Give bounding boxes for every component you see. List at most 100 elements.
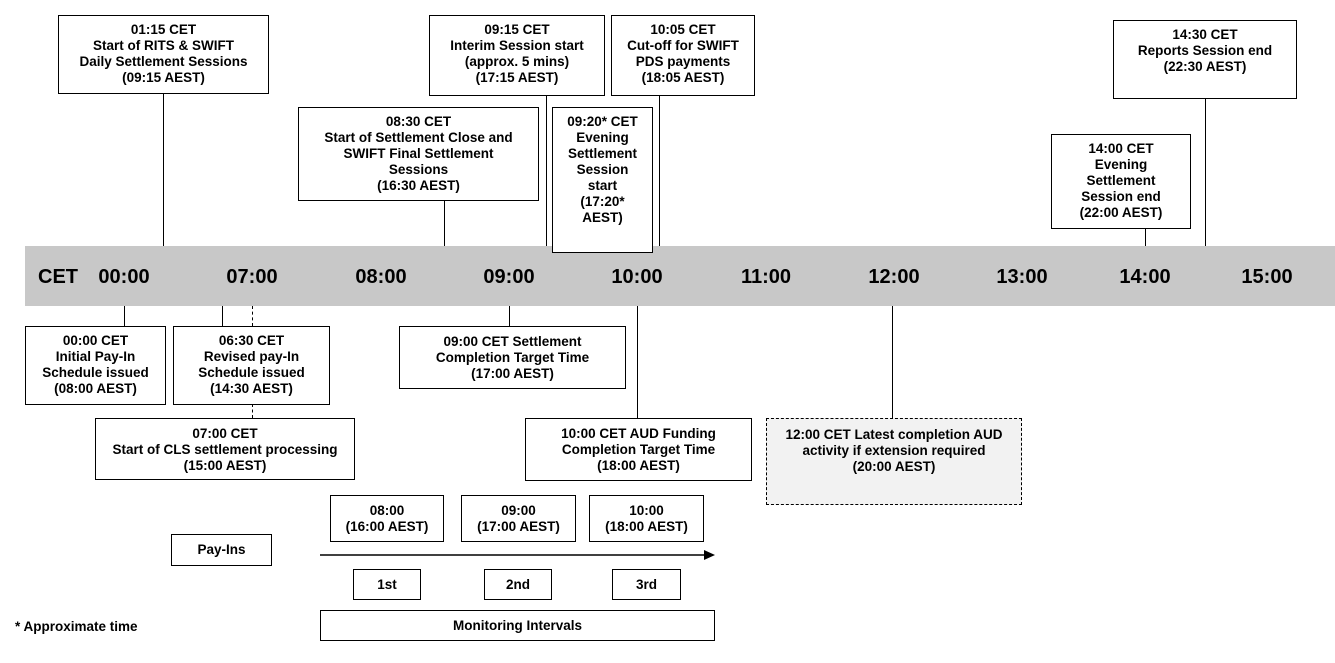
payin-time-text: 10:00 [629, 503, 664, 518]
monitoring-intervals-label: Monitoring Intervals [452, 617, 582, 633]
event-initial-payin: 00:00 CET Initial Pay-In Schedule issued… [25, 326, 166, 405]
event-text: (20:00 AEST) [852, 459, 936, 474]
event-text: Completion Target Time [435, 350, 590, 365]
interval-label: 1st [377, 576, 397, 592]
event-text: (16:30 AEST) [377, 178, 460, 193]
connector-revised-payin [222, 306, 223, 326]
connector-reports-session-end [1205, 98, 1206, 246]
connector-cls-dashed-lower [252, 404, 253, 418]
event-text: Reports Session end [1137, 43, 1273, 58]
footnote: * Approximate time [15, 619, 138, 634]
event-text: 09:00 CET Settlement [443, 334, 582, 349]
tick-label: 15:00 [1241, 266, 1293, 288]
event-text: Revised pay-In [203, 349, 300, 364]
event-text: Daily Settlement Sessions [79, 54, 248, 69]
event-text: (17:20* [580, 194, 625, 209]
event-text: (22:30 AEST) [1163, 59, 1247, 74]
event-text: Settlement [1086, 173, 1156, 188]
event-reports-session-end: 14:30 CET Reports Session end (22:30 AES… [1113, 20, 1297, 99]
event-text: (17:15 AEST) [475, 70, 559, 85]
event-text: Schedule issued [198, 365, 305, 380]
event-text: Schedule issued [42, 365, 149, 380]
interval-1: 1st [353, 569, 421, 600]
event-text: (14:30 AEST) [210, 381, 293, 396]
event-swift-cutoff: 10:05 CET Cut-off for SWIFT PDS payments… [611, 15, 755, 96]
event-text: 10:00 CET AUD Funding [561, 426, 716, 441]
event-text: Start of CLS settlement processing [112, 442, 338, 457]
connector-evening-session-end [1145, 228, 1146, 246]
payin-time-text: 09:00 [501, 503, 536, 518]
tick-label: 07:00 [226, 266, 278, 288]
event-text: start [587, 178, 618, 193]
tick-label: 09:00 [483, 266, 535, 288]
event-evening-session-start: 09:20* CET Evening Settlement Session st… [552, 107, 653, 253]
event-text: (18:05 AEST) [641, 70, 725, 85]
monitoring-intervals-box: Monitoring Intervals [320, 610, 715, 641]
event-text: 09:15 CET [484, 22, 550, 37]
event-rits-start: 01:15 CET Start of RITS & SWIFT Daily Se… [58, 15, 269, 94]
payins-arrow [320, 550, 715, 560]
event-revised-payin: 06:30 CET Revised pay-In Schedule issued… [173, 326, 330, 405]
event-text: (approx. 5 mins) [464, 54, 570, 69]
timeline-label: CET [38, 266, 78, 288]
payins-label: Pay-Ins [197, 542, 246, 557]
event-latest-aud-completion: 12:00 CET Latest completion AUD activity… [766, 418, 1022, 505]
connector-interim-session [546, 95, 547, 246]
event-text: Completion Target Time [561, 442, 716, 457]
tick-label: 13:00 [996, 266, 1048, 288]
tick-label: 12:00 [868, 266, 920, 288]
event-interim-session: 09:15 CET Interim Session start (approx.… [429, 15, 605, 96]
interval-3: 3rd [612, 569, 681, 600]
payin-time-text: (18:00 AEST) [605, 519, 688, 534]
event-text: AEST) [582, 210, 623, 225]
connector-settlement-target [509, 306, 510, 326]
payin-time-3: 10:00 (18:00 AEST) [589, 495, 704, 542]
event-text: Evening [1094, 157, 1148, 172]
event-text: Initial Pay-In [55, 349, 136, 364]
payin-time-text: 08:00 [369, 503, 405, 518]
tick-label: 14:00 [1119, 266, 1171, 288]
payins-label-box: Pay-Ins [171, 534, 272, 566]
event-text: 10:05 CET [650, 22, 716, 37]
tick-label: 10:00 [611, 266, 663, 288]
tick-label: 00:00 [98, 266, 150, 288]
event-text: 14:00 CET [1088, 141, 1154, 156]
event-evening-session-end: 14:00 CET Evening Settlement Session end… [1051, 134, 1191, 229]
event-text: Evening [576, 130, 629, 145]
event-text: (22:00 AEST) [1079, 205, 1163, 220]
connector-aud-funding-target [637, 306, 638, 418]
event-text: Sessions [388, 162, 449, 177]
event-settlement-target: 09:00 CET Settlement Completion Target T… [399, 326, 626, 389]
connector-cls-dashed-upper [252, 306, 253, 326]
event-text: (08:00 AEST) [54, 381, 137, 396]
event-text: 06:30 CET [218, 333, 285, 348]
connector-initial-payin [124, 306, 125, 326]
event-text: 01:15 CET [130, 22, 197, 37]
tick-label: 08:00 [355, 266, 407, 288]
event-text: (17:00 AEST) [471, 366, 554, 381]
event-text: Start of Settlement Close and [324, 130, 513, 145]
event-text: Session [576, 162, 629, 177]
event-text: Settlement [567, 146, 638, 161]
event-aud-funding-target: 10:00 CET AUD Funding Completion Target … [525, 418, 752, 481]
event-text: Cut-off for SWIFT [627, 38, 739, 53]
event-text: 09:20* CET [567, 114, 638, 129]
event-text: Start of RITS & SWIFT [93, 38, 234, 53]
connector-settlement-close [444, 200, 445, 246]
event-cls-processing: 07:00 CET Start of CLS settlement proces… [95, 418, 355, 480]
payin-time-text: (17:00 AEST) [477, 519, 560, 534]
payin-time-2: 09:00 (17:00 AEST) [461, 495, 576, 542]
interval-label: 2nd [505, 576, 530, 592]
event-text: (09:15 AEST) [122, 70, 205, 85]
interval-2: 2nd [484, 569, 552, 600]
tick-label: 11:00 [740, 266, 792, 288]
event-settlement-close: 08:30 CET Start of Settlement Close and … [298, 107, 539, 201]
event-text: 14:30 CET [1172, 27, 1238, 42]
event-text: Session end [1081, 189, 1161, 204]
event-text: PDS payments [635, 54, 731, 69]
payin-time-text: (16:00 AEST) [345, 519, 429, 534]
event-text: (18:00 AEST) [597, 458, 680, 473]
timeline-bar [25, 246, 1335, 306]
event-text: SWIFT Final Settlement [343, 146, 494, 161]
connector-swift-cutoff [659, 95, 660, 246]
